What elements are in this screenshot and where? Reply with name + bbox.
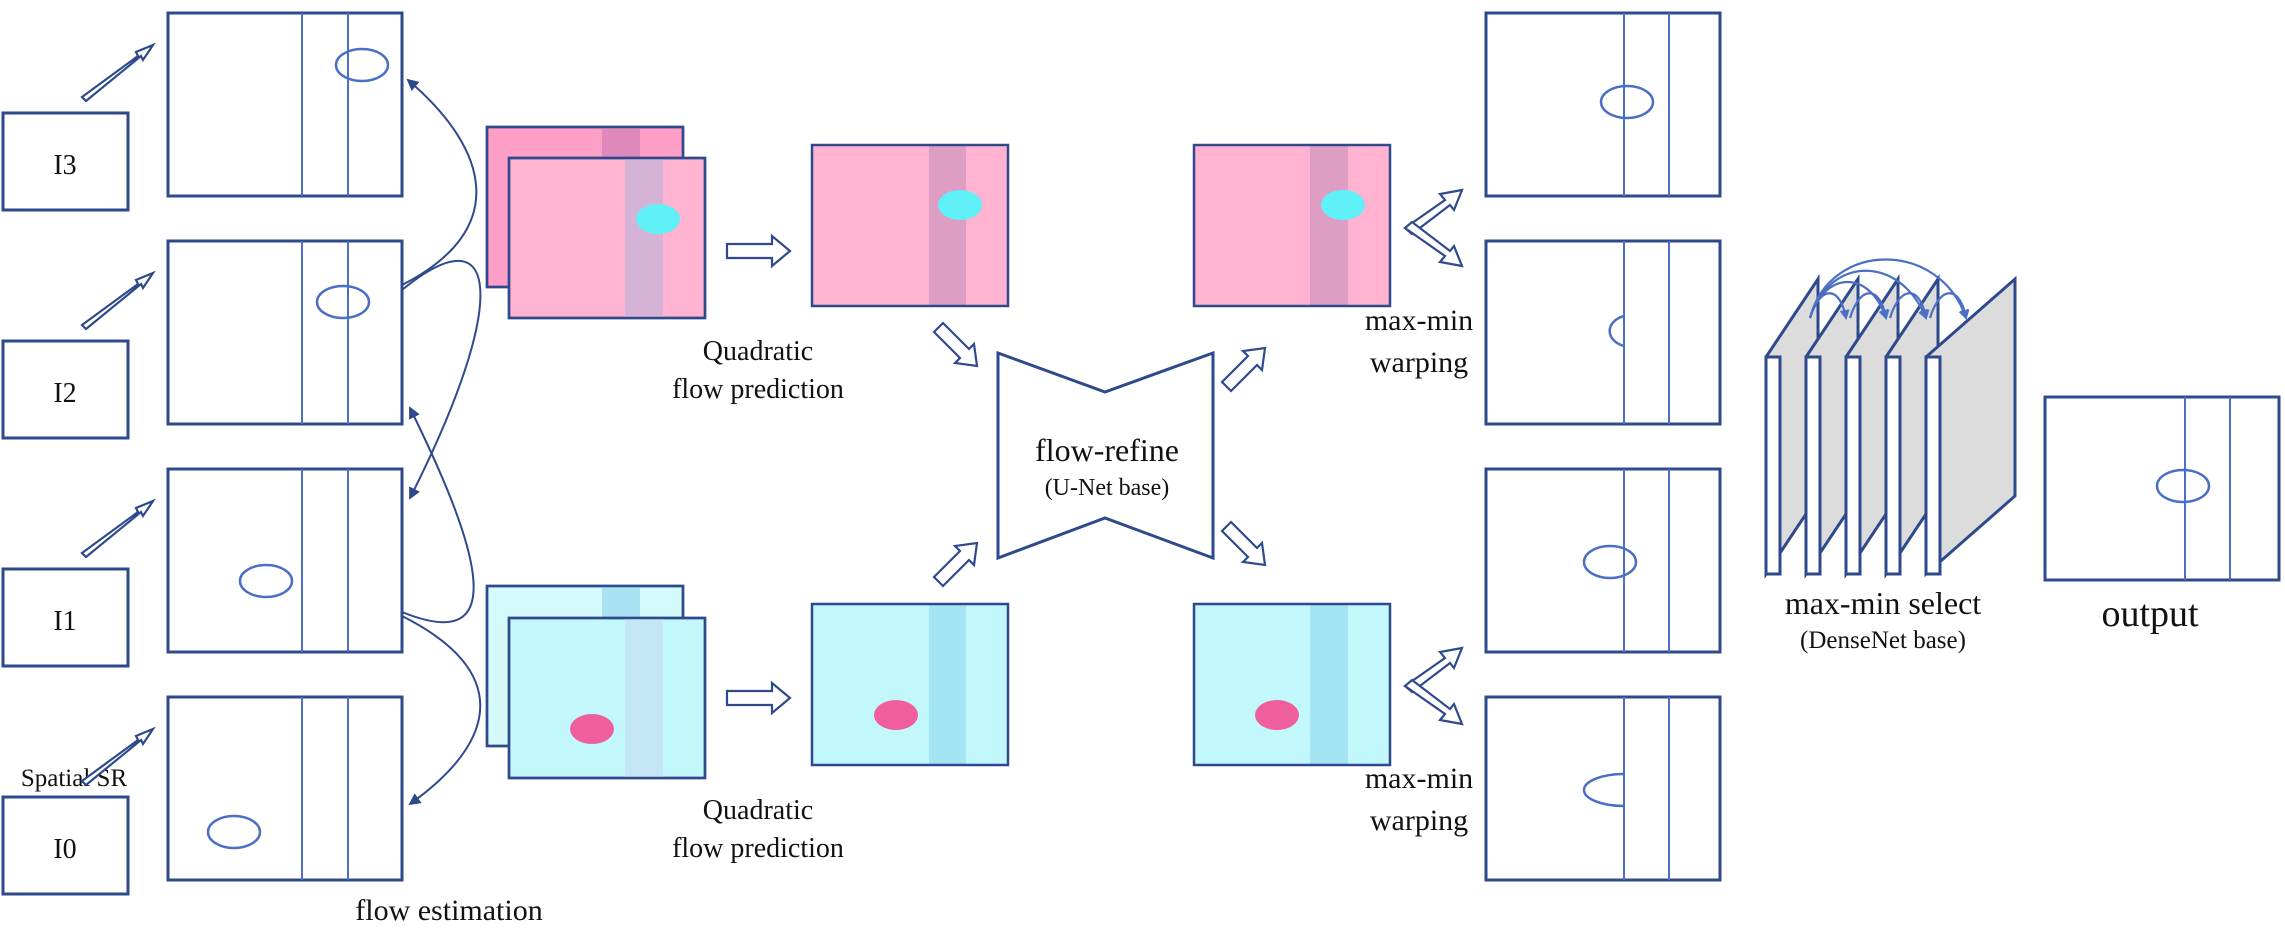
object-ellipse: [206, 814, 262, 850]
input-label-i0: I0: [53, 834, 76, 865]
sr-frame-0: [166, 695, 404, 882]
spatial-sr-label: Spatial SR: [21, 765, 128, 792]
pink-predicted-flow: [810, 143, 1010, 308]
maxmin-warp-top-line2: warping: [1370, 346, 1468, 379]
object-ellipse: [315, 284, 371, 320]
flow-refine-label: flow-refine: [1035, 432, 1179, 468]
input-label-i2: I2: [53, 378, 76, 409]
partial-object-ellipse: [1582, 772, 1625, 808]
warp-fork-bottom: [1403, 646, 1464, 726]
warped-frame-1: [1484, 11, 1722, 198]
sr-arrow-i1: [80, 498, 156, 559]
cyan-object-dot: [938, 190, 982, 220]
input-label-i3: I3: [53, 150, 76, 181]
pink-object-dot: [570, 714, 614, 744]
cyan-refined-flow: [1192, 602, 1392, 767]
sr-arrow-i0: [80, 726, 156, 787]
cyan-object-dot: [636, 204, 680, 234]
dense-layer-5: [1924, 275, 2017, 578]
input-label-i1: I1: [53, 606, 76, 637]
warped-frame-4: [1484, 695, 1722, 882]
object-ellipse: [1582, 544, 1638, 580]
flow-curve-1-to-0: [401, 615, 482, 806]
quadratic-bottom-label-line2: flow prediction: [672, 833, 844, 864]
warp-fork-top: [1403, 188, 1464, 268]
sr-frame-3: [166, 11, 404, 198]
pink-refined-flow: [1192, 143, 1392, 308]
output-label: output: [2101, 593, 2199, 635]
maxmin-warp-bottom-line1: max-min: [1365, 762, 1473, 795]
flow-curve-2-to-3: [401, 78, 478, 286]
arrow-refine-to-pink: [1220, 346, 1267, 393]
flow-refine-block: flow-refine (U-Net base): [996, 350, 1215, 561]
object-ellipse: [2155, 468, 2211, 504]
arrow-to-pink-flow: [725, 233, 792, 269]
arrow-to-cyan-flow: [725, 680, 792, 716]
input-box-i3: I3: [1, 111, 130, 212]
flow-curve-2-to-1: [401, 259, 482, 500]
flow-refine-sublabel: (U-Net base): [1045, 475, 1170, 501]
dense-connection-arcs: [1808, 258, 1970, 320]
input-box-i1: I1: [1, 567, 130, 668]
pink-object-dot: [874, 700, 918, 730]
warped-frame-3: [1484, 467, 1722, 654]
object-ellipse: [334, 47, 390, 83]
partial-object-ellipse: [1608, 314, 1625, 348]
sr-arrow-i3: [80, 42, 156, 103]
densenet-layers: [1764, 258, 2017, 579]
sr-frame-1: [166, 467, 404, 654]
flow-curve-1-to-2: [401, 406, 475, 624]
quadratic-top-label-line1: Quadratic: [703, 336, 813, 367]
maxmin-select-sublabel: (DenseNet base): [1800, 627, 1966, 654]
cyan-predicted-flow: [810, 602, 1010, 767]
flow-estimation-label: flow estimation: [355, 894, 542, 927]
arrow-refine-to-cyan: [1220, 520, 1267, 567]
sr-arrow-i2: [80, 270, 156, 331]
input-box-i0: I0: [1, 795, 130, 896]
input-box-i2: I2: [1, 339, 130, 440]
sr-frame-2: [166, 239, 404, 426]
object-ellipse: [1599, 84, 1655, 120]
maxmin-warp-bottom-line2: warping: [1370, 804, 1468, 837]
output-frame: [2043, 395, 2281, 582]
arrow-pink-to-refine: [932, 321, 979, 368]
arrow-cyan-to-refine: [932, 541, 979, 588]
maxmin-select-label: max-min select: [1785, 585, 1981, 621]
warped-frame-2: [1484, 239, 1722, 426]
pink-flow-stack: [485, 125, 707, 320]
pink-object-dot: [1255, 700, 1299, 730]
quadratic-bottom-label-line1: Quadratic: [703, 795, 813, 826]
object-ellipse: [238, 563, 294, 599]
maxmin-warp-top-line1: max-min: [1365, 304, 1473, 337]
spatial-sr-arrows: [80, 42, 156, 787]
cyan-flow-stack: [485, 584, 707, 780]
cyan-object-dot: [1321, 190, 1365, 220]
flow-estimation-arrows: [401, 78, 482, 806]
quadratic-top-label-line2: flow prediction: [672, 374, 844, 405]
